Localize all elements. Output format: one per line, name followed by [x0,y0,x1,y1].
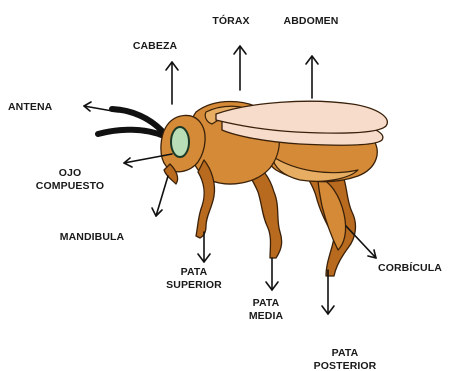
compound-eye [171,127,189,157]
label-pata-superior-line2: SUPERIOR [166,279,222,291]
label-pata-posterior-line2: POSTERIOR [314,360,377,371]
arrow-mandibula [152,176,168,216]
label-pata-superior-line1: PATA [181,266,208,278]
label-torax: TÓRAX [212,14,249,27]
label-ojo-compuesto-line2: COMPUESTO [36,180,104,192]
arrow-pata-media [266,258,278,290]
arrow-cabeza [166,62,178,104]
label-corbicula: CORBÍCULA [378,261,442,274]
antenna-lower [98,130,164,136]
arrow-abdomen [306,56,318,98]
label-pata-media-line1: PATA [253,297,280,309]
part-labels: CABEZA TÓRAX ABDOMEN ANTENA OJO COMPUEST… [8,14,442,371]
label-mandibula: MANDIBULA [60,231,125,243]
arrow-torax [234,46,246,90]
bee-illustration [98,101,387,276]
label-ojo-compuesto-line1: OJO [59,167,81,179]
label-pata-media-line2: MEDIA [249,310,284,322]
label-cabeza: CABEZA [133,40,178,52]
label-abdomen: ABDOMEN [284,15,339,27]
label-antena: ANTENA [8,101,53,113]
label-pata-posterior-line1: PATA [332,347,359,359]
